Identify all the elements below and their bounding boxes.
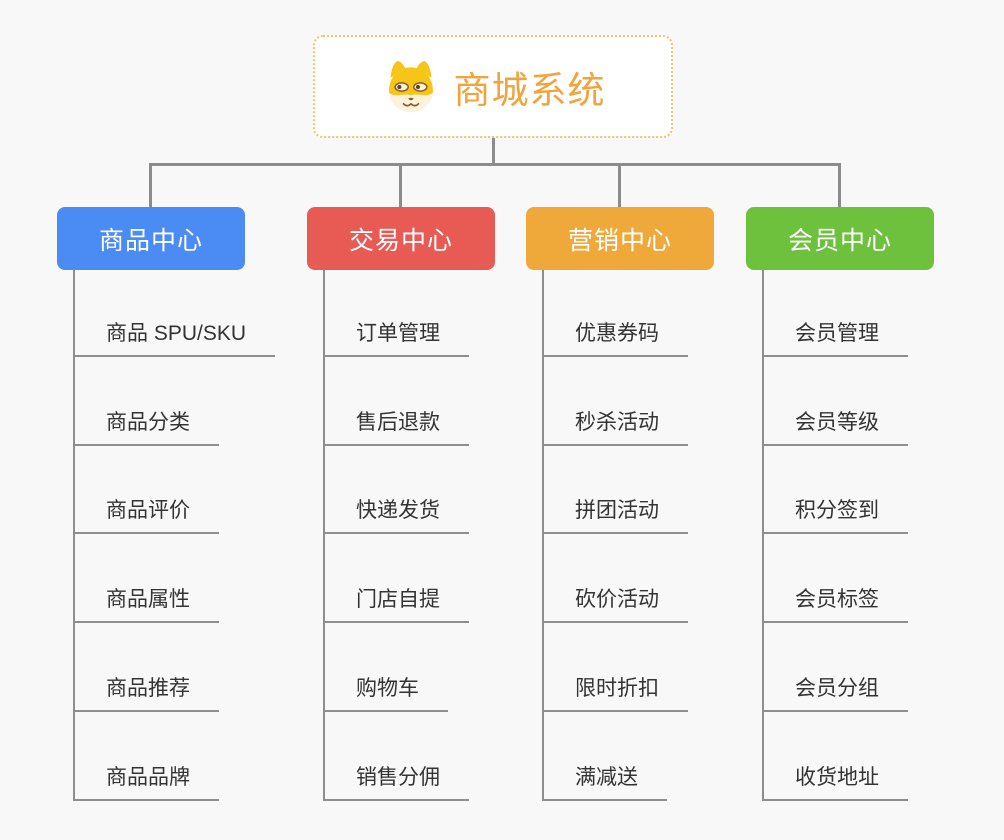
child-node[interactable]: 优惠券码 <box>542 322 688 357</box>
child-node[interactable]: 售后退款 <box>323 411 469 446</box>
branch-children-line <box>542 270 544 800</box>
child-node[interactable]: 门店自提 <box>323 588 469 623</box>
connector-root-drop <box>492 138 495 165</box>
branch-column-members: 会员中心 会员管理 会员等级 积分签到 会员标签 会员分组 收货地址 <box>746 207 1004 807</box>
child-node[interactable]: 快递发货 <box>323 499 469 534</box>
child-node[interactable]: 商品 SPU/SKU <box>73 322 276 357</box>
connector-drop-branch-4 <box>838 163 841 208</box>
child-node[interactable]: 商品品牌 <box>73 766 219 801</box>
branch-node-marketing[interactable]: 营销中心 <box>526 207 714 270</box>
root-node[interactable]: 商城系统 <box>313 35 673 138</box>
child-node[interactable]: 会员标签 <box>762 588 908 623</box>
root-title: 商城系统 <box>453 69 606 111</box>
child-node[interactable]: 秒杀活动 <box>542 411 688 446</box>
child-node[interactable]: 订单管理 <box>323 322 469 357</box>
branch-children-line <box>73 270 75 800</box>
branch-column-trade: 交易中心 订单管理 售后退款 快递发货 门店自提 购物车 销售分佣 <box>307 207 607 807</box>
child-node[interactable]: 商品分类 <box>73 411 219 446</box>
child-node[interactable]: 限时折扣 <box>542 677 688 712</box>
connector-drop-branch-3 <box>618 163 621 208</box>
branch-column-marketing: 营销中心 优惠券码 秒杀活动 拼团活动 砍价活动 限时折扣 满减送 <box>526 207 826 807</box>
child-node[interactable]: 砍价活动 <box>542 588 688 623</box>
child-node[interactable]: 收货地址 <box>762 766 908 801</box>
child-node[interactable]: 满减送 <box>542 766 667 801</box>
connector-drop-branch-1 <box>149 163 152 208</box>
branch-column-products: 商品中心 商品 SPU/SKU 商品分类 商品评价 商品属性 商品推荐 商品品牌 <box>57 207 357 807</box>
branch-node-trade[interactable]: 交易中心 <box>307 207 495 270</box>
branch-node-products[interactable]: 商品中心 <box>57 207 245 270</box>
connector-horizontal <box>149 163 840 166</box>
child-node[interactable]: 销售分佣 <box>323 766 469 801</box>
child-node[interactable]: 商品属性 <box>73 588 219 623</box>
branch-children-line <box>762 270 764 800</box>
child-node[interactable]: 会员等级 <box>762 411 908 446</box>
branch-node-members[interactable]: 会员中心 <box>746 207 934 270</box>
child-node[interactable]: 购物车 <box>323 677 448 712</box>
child-node[interactable]: 拼团活动 <box>542 499 688 534</box>
child-node[interactable]: 商品评价 <box>73 499 219 534</box>
connector-drop-branch-2 <box>399 163 402 208</box>
child-node[interactable]: 商品推荐 <box>73 677 219 712</box>
branch-children-line <box>323 270 325 800</box>
child-node[interactable]: 积分签到 <box>762 499 908 534</box>
shiba-dog-icon <box>388 60 433 112</box>
child-node[interactable]: 会员分组 <box>762 677 908 712</box>
child-node[interactable]: 会员管理 <box>762 322 908 357</box>
